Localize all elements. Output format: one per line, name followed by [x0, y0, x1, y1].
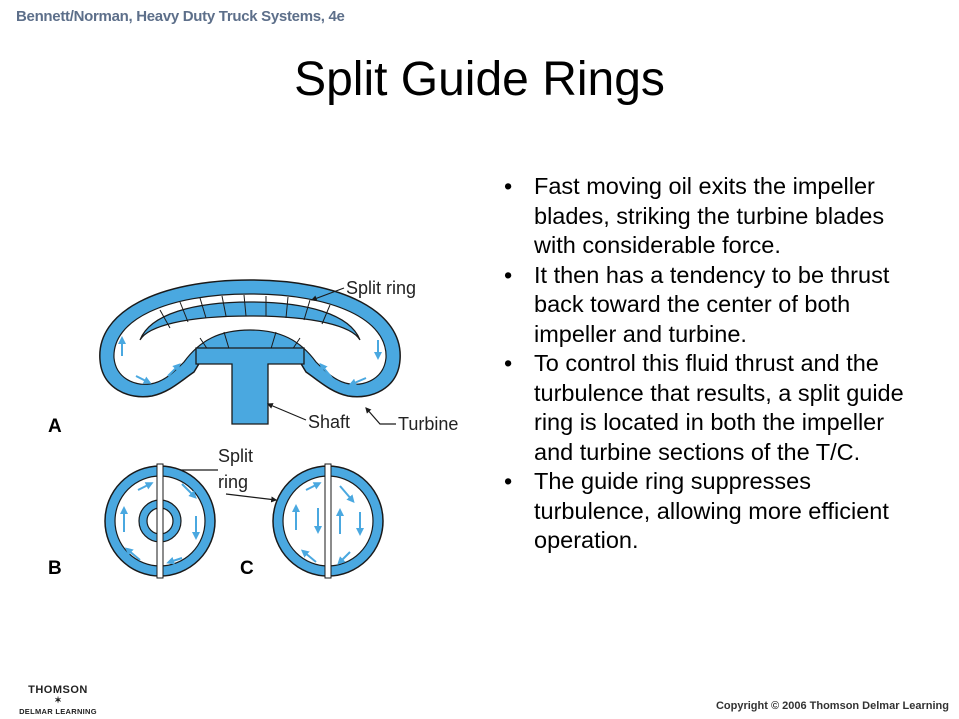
bullet-text: The guide ring suppresses turbulence, al… [534, 468, 889, 553]
bullet-text: It then has a tendency to be thrust back… [534, 261, 890, 347]
star-icon: ✶ [54, 695, 62, 705]
slide-title: Split Guide Rings [294, 53, 665, 106]
bullet-item: • Fast moving oil exits the impeller blad… [498, 172, 908, 261]
split-guide-ring-diagram: Split ring Shaft Turbine Split ring A B … [48, 278, 458, 579]
bullet-marker: • [504, 468, 513, 494]
label-split-ring: Split ring [346, 278, 416, 298]
bullet-text: Fast moving oil exits the impeller blade… [534, 173, 885, 258]
publisher-imprint: DELMAR LEARNING [19, 707, 97, 716]
bullet-marker: • [504, 350, 513, 376]
figure-letter-b: B [48, 558, 62, 579]
label-split-ring-b-line1: Split [218, 446, 253, 466]
bullet-item: • To control this fluid thrust and the tu… [498, 349, 908, 467]
bullet-item: • The guide ring suppresses turbulence, a… [498, 467, 908, 556]
bullet-marker: • [504, 173, 513, 199]
flow-arrows-a [118, 336, 382, 387]
book-title: Bennett/Norman, Heavy Duty Truck Systems… [16, 8, 345, 25]
publisher-name: THOMSON [28, 684, 88, 696]
ring-view-b [104, 463, 216, 579]
bullet-list: • Fast moving oil exits the impeller blad… [498, 172, 908, 556]
bullet-marker: • [504, 261, 513, 288]
publisher-logo: THOMSON ✶ DELMAR LEARNING [12, 684, 104, 716]
figure-letter-a: A [48, 416, 62, 437]
bullet-text: To control this fluid thrust and the tur… [534, 350, 904, 465]
figure-letter-c: C [240, 558, 254, 579]
bullet-item: • It then has a tendency to be thrust bac… [498, 261, 908, 350]
label-split-ring-b-line2: ring [218, 472, 248, 492]
label-turbine: Turbine [398, 414, 458, 434]
torus-section-a [99, 279, 401, 425]
ring-view-c [272, 463, 384, 579]
label-shaft: Shaft [308, 412, 350, 432]
copyright-notice: Copyright © 2006 Thomson Delmar Learning [715, 700, 949, 712]
